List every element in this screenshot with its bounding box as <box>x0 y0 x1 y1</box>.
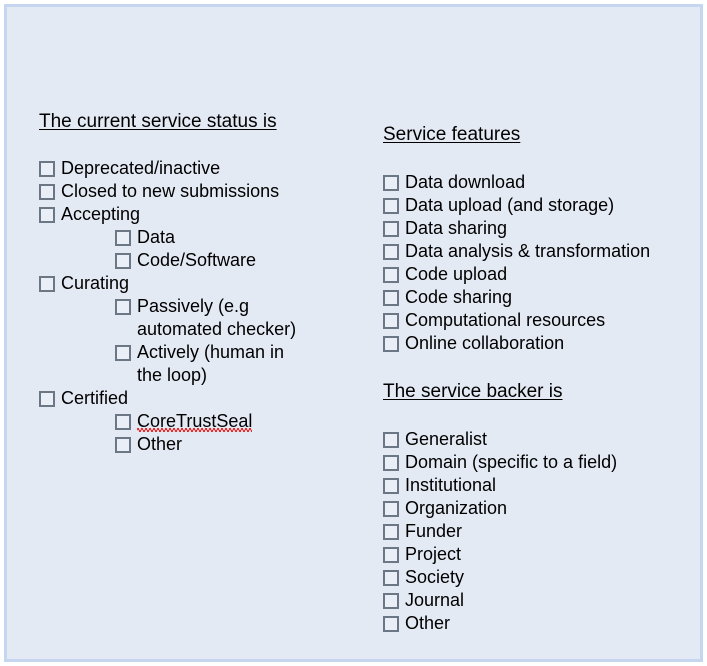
checkbox-row[interactable]: Society <box>383 566 693 589</box>
checkbox-icon[interactable] <box>383 244 399 260</box>
checkbox-label: Generalist <box>405 429 488 449</box>
checkbox-label: Institutional <box>405 475 497 495</box>
checkbox-label: Data <box>137 227 176 247</box>
checkbox-label: Funder <box>405 521 463 541</box>
checkbox-icon[interactable] <box>383 267 399 283</box>
checkbox-icon[interactable] <box>39 161 55 177</box>
checkbox-label: Curating <box>61 273 130 293</box>
checkbox-label: Code sharing <box>405 287 513 307</box>
checkbox-icon[interactable] <box>383 570 399 586</box>
checkbox-label: Online collaboration <box>405 333 565 353</box>
checkbox-row[interactable]: Data sharing <box>383 217 693 240</box>
checkbox-label: Data upload (and storage) <box>405 195 615 215</box>
checkbox-row[interactable]: Computational resources <box>383 309 693 332</box>
checkbox-row[interactable]: Generalist <box>383 428 693 451</box>
section-heading-service-backer: The service backer is <box>383 381 563 402</box>
checkbox-icon[interactable] <box>383 290 399 306</box>
checkbox-label: Certified <box>61 388 129 408</box>
checkbox-row[interactable]: Code upload <box>383 263 693 286</box>
checkbox-icon[interactable] <box>39 207 55 223</box>
checkbox-label: Data analysis & transformation <box>405 241 651 261</box>
checkbox-row[interactable]: Curating <box>39 272 369 295</box>
checkbox-icon[interactable] <box>383 313 399 329</box>
checkbox-label: Data download <box>405 172 526 192</box>
checkbox-row[interactable]: Deprecated/inactive <box>39 157 369 180</box>
checkbox-icon[interactable] <box>383 432 399 448</box>
checkbox-row[interactable]: Institutional <box>383 474 693 497</box>
checkbox-icon[interactable] <box>383 478 399 494</box>
checkbox-row[interactable]: Closed to new submissions <box>39 180 369 203</box>
checkbox-row[interactable]: Online collaboration <box>383 332 693 355</box>
checkbox-icon[interactable] <box>115 437 131 453</box>
checkbox-row[interactable]: Data download <box>383 171 693 194</box>
checkbox-row[interactable]: Project <box>383 543 693 566</box>
checkbox-icon[interactable] <box>383 501 399 517</box>
checkbox-row[interactable]: Other <box>383 612 693 635</box>
checkbox-label: Data sharing <box>405 218 508 238</box>
checkbox-icon[interactable] <box>383 198 399 214</box>
section-heading-service-status: The current service status is <box>39 111 277 132</box>
checkbox-icon[interactable] <box>39 184 55 200</box>
checkbox-icon[interactable] <box>383 593 399 609</box>
checkbox-icon[interactable] <box>383 336 399 352</box>
checkbox-row[interactable]: Data analysis & transformation <box>383 240 693 263</box>
checkbox-icon[interactable] <box>383 175 399 191</box>
checkbox-icon[interactable] <box>383 524 399 540</box>
checkbox-icon[interactable] <box>115 299 131 315</box>
checkbox-label: Society <box>405 567 465 587</box>
checkbox-label: Other <box>137 434 183 454</box>
checkbox-label: Project <box>405 544 462 564</box>
checkbox-label: Actively (human in the loop) <box>137 342 285 385</box>
checkbox-label: Passively (e.g automated checker) <box>137 296 297 339</box>
checkbox-row[interactable]: Code sharing <box>383 286 693 309</box>
checkbox-label: Accepting <box>61 204 141 224</box>
checkbox-icon[interactable] <box>115 414 131 430</box>
checkbox-row[interactable]: Certified <box>39 387 369 410</box>
checkbox-label: Closed to new submissions <box>61 181 280 201</box>
checkbox-label: Code upload <box>405 264 508 284</box>
checkbox-row[interactable]: Data <box>115 226 369 249</box>
checkbox-row[interactable]: Funder <box>383 520 693 543</box>
checkbox-icon[interactable] <box>383 221 399 237</box>
section-heading-service-features: Service features <box>383 124 521 145</box>
checkbox-row[interactable]: CoreTrustSeal <box>115 410 369 433</box>
checkbox-row[interactable]: Data upload (and storage) <box>383 194 693 217</box>
checkbox-row[interactable]: Code/Software <box>115 249 369 272</box>
spellcheck-underline: CoreTrustSeal <box>137 411 253 432</box>
checkbox-label: Computational resources <box>405 310 606 330</box>
checkbox-label: CoreTrustSeal <box>137 410 253 433</box>
checkbox-label: Domain (specific to a field) <box>405 452 618 472</box>
checkbox-icon[interactable] <box>115 345 131 361</box>
checkbox-label: Deprecated/inactive <box>61 158 221 178</box>
checkbox-icon[interactable] <box>115 230 131 246</box>
checkbox-row[interactable]: Domain (specific to a field) <box>383 451 693 474</box>
checkbox-row[interactable]: Other <box>115 433 369 456</box>
checkbox-label: Organization <box>405 498 508 518</box>
form-panel: The current service status is Deprecated… <box>4 4 703 662</box>
checkbox-icon[interactable] <box>383 616 399 632</box>
checkbox-icon[interactable] <box>115 253 131 269</box>
checkbox-icon[interactable] <box>39 276 55 292</box>
checkbox-icon[interactable] <box>383 547 399 563</box>
checkbox-label: Code/Software <box>137 250 257 270</box>
checkbox-row[interactable]: Accepting <box>39 203 369 226</box>
checkbox-row[interactable]: Journal <box>383 589 693 612</box>
checkbox-row[interactable]: Organization <box>383 497 693 520</box>
checkbox-row[interactable]: Passively (e.g automated checker) <box>115 295 369 341</box>
checkbox-label: Other <box>405 613 451 633</box>
checkbox-icon[interactable] <box>383 455 399 471</box>
checkbox-icon[interactable] <box>39 391 55 407</box>
checkbox-label: Journal <box>405 590 465 610</box>
checkbox-row[interactable]: Actively (human in the loop) <box>115 341 369 387</box>
